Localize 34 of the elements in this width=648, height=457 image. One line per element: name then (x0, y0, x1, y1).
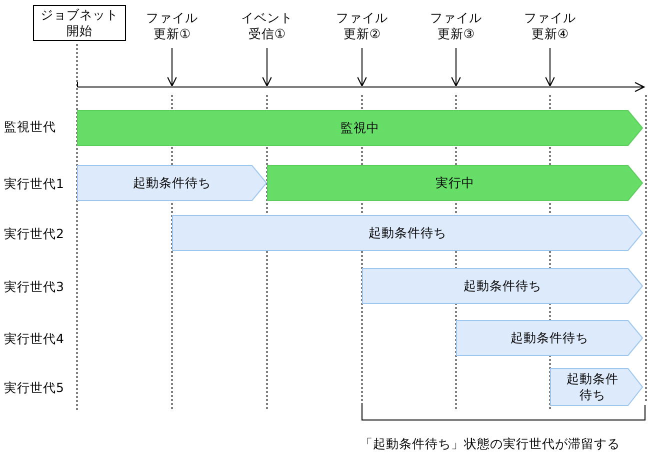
status-band (267, 165, 643, 201)
status-band (77, 165, 267, 201)
status-band (172, 215, 643, 251)
row-label: 実行世代2 (4, 226, 64, 243)
status-band (456, 320, 643, 356)
event-text: ファイル更新④ (523, 10, 577, 42)
time-axis (77, 82, 645, 92)
arrow (544, 48, 556, 87)
event-text: ファイル更新① (145, 10, 199, 42)
event-text: ファイル更新③ (429, 10, 483, 42)
band-label: 起動条件待ち (368, 225, 446, 241)
band-label: 起動条件待ち (133, 175, 211, 191)
arrow (166, 48, 178, 87)
bracket-note: 「起動条件待ち」状態の実行世代が滞留する (360, 436, 620, 453)
band-label: 起動条件待ち (566, 371, 620, 403)
row-label: 実行世代1 (4, 176, 64, 193)
status-band (550, 368, 643, 406)
event-text: ファイル更新② (335, 10, 389, 42)
start-text: ジョブネット開始 (40, 7, 120, 39)
status-band (77, 110, 643, 146)
event-text: イベント受信① (240, 10, 294, 42)
band-label: 起動条件待ち (464, 278, 542, 294)
band-label: 起動条件待ち (510, 330, 588, 346)
row-label: 実行世代5 (4, 380, 64, 397)
row-label: 監視世代 (4, 119, 56, 136)
status-band (362, 268, 643, 304)
arrow (356, 48, 368, 87)
arrow (450, 48, 462, 87)
band-label: 実行中 (436, 175, 474, 191)
row-label: 実行世代4 (4, 331, 64, 348)
row-label: 実行世代3 (4, 279, 64, 296)
arrow (262, 48, 272, 87)
band-label: 監視中 (340, 120, 380, 136)
start-box (33, 5, 126, 41)
